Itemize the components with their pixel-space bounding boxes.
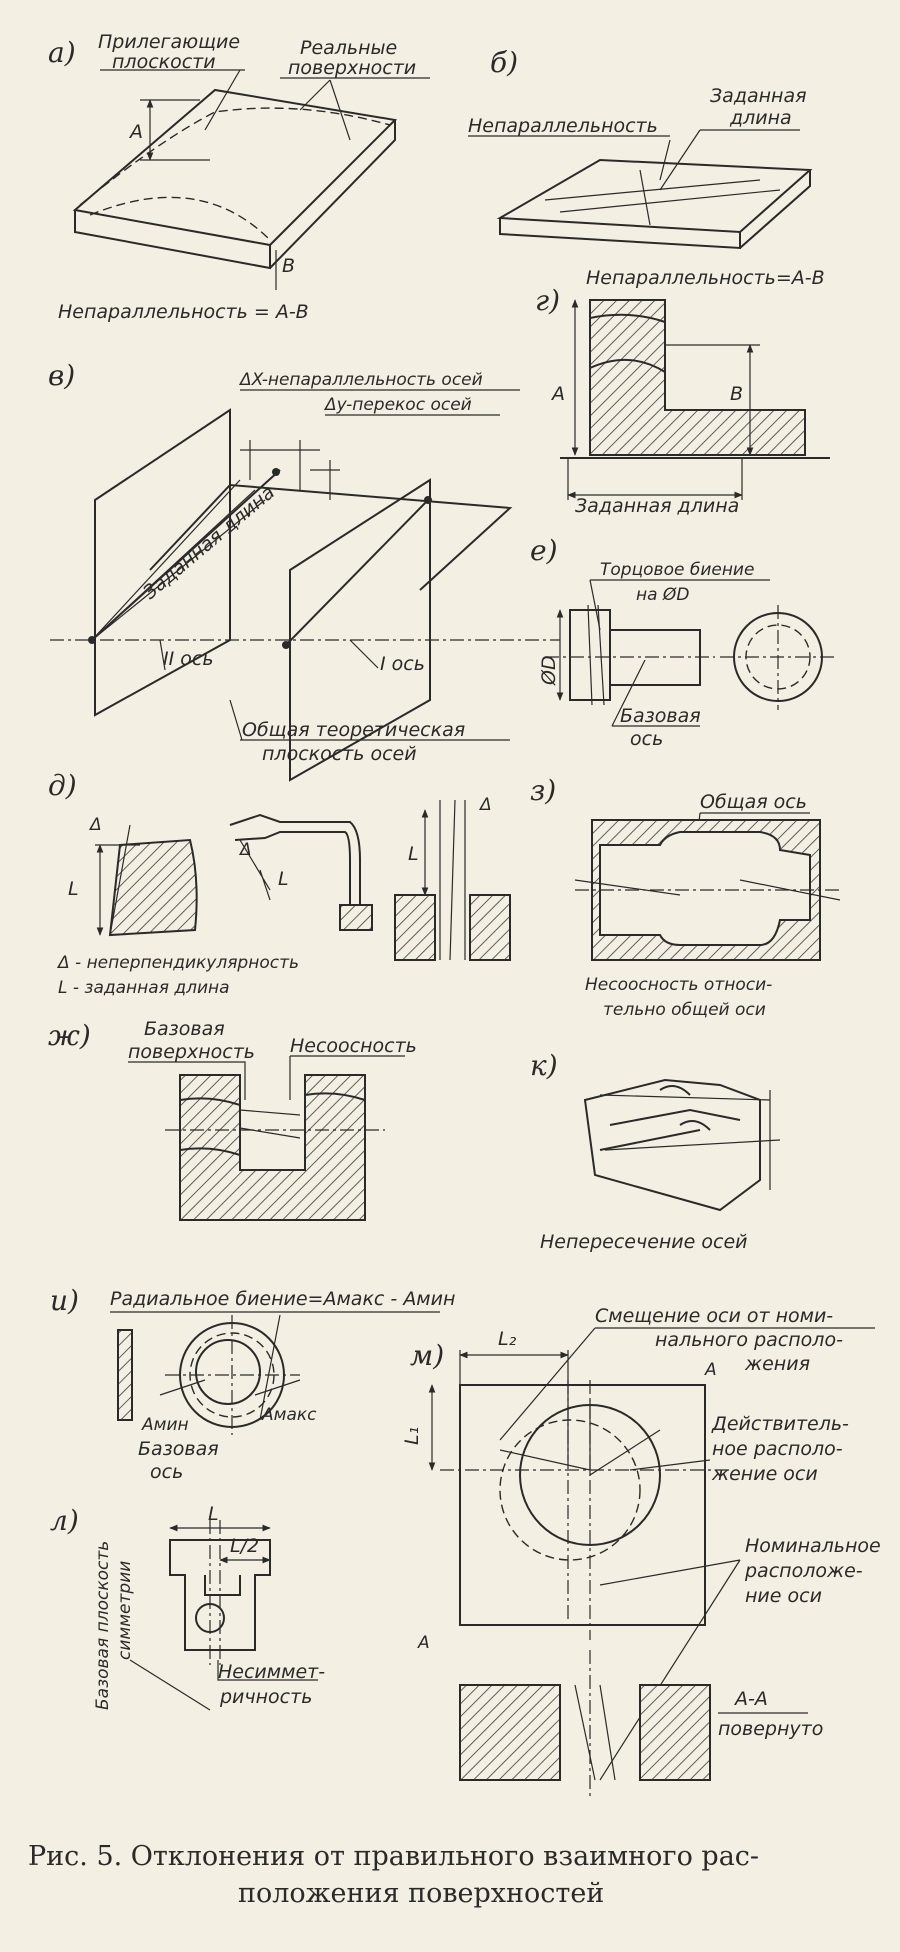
section-mark-bottom: A [417, 1633, 430, 1653]
dim-l2-m: L₂ [498, 1328, 517, 1350]
section-title-1: A-A [733, 1688, 768, 1710]
base-axis-i-1: Базовая [138, 1438, 219, 1460]
real-surfaces-label-1: Реальные [300, 37, 397, 59]
asymmetry-label-2: ричность [219, 1686, 312, 1708]
panel-d-letter: д) [48, 769, 77, 802]
dim-a-label: A [128, 121, 143, 143]
delta-d3: Δ [478, 795, 492, 815]
amin-label: Aмин [141, 1415, 189, 1435]
adjacent-planes-label-2: плоскости [112, 51, 216, 73]
panel-l: л) L L/2 Базовая плоскость симметрии Нес… [50, 1503, 325, 1711]
dim-l-d3: L [408, 843, 419, 865]
panel-i-letter: и) [50, 1284, 79, 1317]
offset-label-2: нального располо- [655, 1329, 843, 1351]
base-plane-label-2: симметрии [115, 1561, 135, 1660]
section-mark-top: A [704, 1360, 717, 1380]
base-plane-label-1: Базовая плоскость [93, 1541, 113, 1710]
panel-k: к) Непересечение осей [530, 1049, 781, 1253]
common-plane-label-1: Общая теоретическая [242, 719, 465, 741]
perp-legend-2: L - заданная длина [58, 978, 230, 998]
nominal-axis-label-1: Номинальное [745, 1535, 881, 1557]
face-runout-label-2: на ØD [636, 585, 689, 605]
nonparallel-formula: Непараллельность = A-B [58, 301, 309, 323]
dim-b-label: B [282, 255, 295, 277]
offset-label-3: жения [744, 1353, 810, 1375]
panel-v: в) ΔX-непараллельность осей Δy-перекос о… [48, 359, 560, 782]
panel-l-letter: л) [50, 1504, 79, 1537]
section-title-2: повернуто [718, 1718, 823, 1740]
panel-zh-letter: ж) [48, 1019, 91, 1052]
misalign-label-zh: Несоосность [290, 1035, 417, 1057]
dy-label: Δy-перекос осей [323, 395, 472, 415]
actual-axis-label-1: Действитель- [711, 1413, 849, 1435]
nonparallel-formula-g: Непараллельность=A-B [586, 267, 825, 289]
panel-b-letter: б) [490, 46, 518, 79]
dim-l2-label: L/2 [230, 1535, 259, 1557]
misalign-common-2: тельно общей оси [603, 1000, 766, 1020]
dim-l-d1: L [68, 878, 79, 900]
dim-a-g: A [550, 383, 565, 405]
base-surface-1: Базовая [144, 1018, 225, 1040]
given-length-label-2: длина [729, 107, 792, 129]
base-axis-e-1: Базовая [620, 705, 701, 727]
panel-a: а) Прилегающие плоскости Реальные поверх… [48, 31, 430, 323]
figure-caption-line1: Рис. 5. Отклонения от правильного взаимн… [28, 1841, 759, 1872]
dim-b-g: B [730, 383, 743, 405]
panel-a-letter: а) [48, 36, 76, 69]
common-axis-label: Общая ось [700, 791, 807, 813]
perp-legend-1: Δ - неперпендикулярность [56, 953, 299, 973]
panel-b: б) Заданная длина Непараллельность [468, 46, 813, 250]
panel-e-letter: е) [530, 534, 558, 567]
dim-l-d2: L [278, 868, 289, 890]
misalign-common-1: Несоосность относи- [585, 975, 772, 995]
delta-d1: Δ [88, 815, 102, 835]
panel-d: д) L Δ Δ L L Δ Δ - неперпендикулярность … [48, 769, 511, 998]
panel-v-letter: в) [48, 359, 75, 392]
panel-e: е) Торцовое биение на ØD ØD Базовая ось [530, 534, 838, 750]
dx-label: ΔX-непараллельность осей [238, 370, 483, 390]
axis1-label: I ось [380, 653, 425, 675]
given-length-label-1: Заданная [710, 85, 807, 107]
panel-k-letter: к) [530, 1049, 558, 1082]
delta-d2: Δ [238, 840, 252, 860]
panel-zh: ж) Базовая поверхность Несоосность [48, 1018, 417, 1221]
panel-g: Непараллельность=A-B г) A B Заданная дли… [535, 267, 830, 517]
panel-m-letter: м) [410, 1339, 444, 1372]
real-surfaces-label-2: поверхности [288, 57, 416, 79]
nominal-axis-label-2: расположе- [744, 1560, 863, 1582]
actual-axis-label-2: ное располо- [712, 1438, 843, 1460]
base-axis-i-2: ось [150, 1461, 183, 1483]
dim-l1-m: L₁ [401, 1427, 423, 1445]
asymmetry-label-1: Несиммет- [218, 1661, 325, 1683]
dia-label-e: ØD [538, 655, 560, 686]
actual-axis-label-3: жение оси [711, 1463, 818, 1485]
nonparallel-label-b: Непараллельность [468, 115, 658, 137]
offset-label-1: Смещение оси от номи- [595, 1305, 833, 1327]
panel-z: з) Общая ось Несоосность относи- тельно … [530, 774, 841, 1020]
face-runout-label-1: Торцовое биение [600, 560, 754, 580]
given-length-v: Заданная длина [139, 481, 279, 603]
base-surface-2: поверхность [128, 1041, 255, 1063]
panel-m: Смещение оси от номи- нального располо- … [401, 1305, 881, 1800]
panel-g-letter: г) [535, 284, 560, 317]
given-length-g: Заданная длина [575, 495, 739, 517]
nonintersection-label: Непересечение осей [540, 1231, 748, 1253]
figure-caption-line2: положения поверхностей [238, 1878, 604, 1909]
adjacent-planes-label-1: Прилегающие [98, 31, 240, 53]
base-axis-e-2: ось [630, 728, 663, 750]
dim-l-label: L [208, 1503, 219, 1525]
panel-z-letter: з) [530, 774, 556, 807]
amax-label: Aмакс [261, 1405, 317, 1425]
nominal-axis-label-3: ние оси [745, 1585, 822, 1607]
radial-runout-formula: Радиальное биение=Aмакс - Aмин [110, 1288, 455, 1310]
common-plane-label-2: плоскость осей [262, 743, 417, 765]
axis2-label: II ось [163, 648, 214, 670]
panel-i: и) Радиальное биение=Aмакс - Aмин Aмин A… [50, 1284, 455, 1483]
